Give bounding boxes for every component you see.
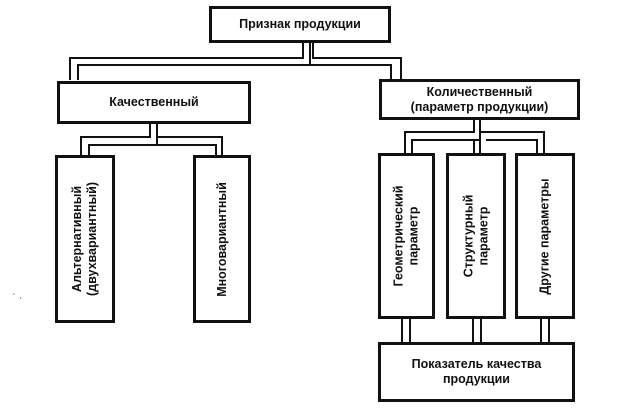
quality-indicator-box: Показатель качества продукции xyxy=(378,342,575,402)
stray-mark: ʿ · xyxy=(12,292,23,304)
connector-qual-right-inner xyxy=(157,144,217,155)
alternative-label: Альтернативный (двухвариантный) xyxy=(70,181,100,297)
connector-qual-left xyxy=(80,123,151,155)
quantitative-label-line1: Количественный xyxy=(426,84,533,99)
connector-quant-a-inner xyxy=(411,119,481,153)
connector-root-right-inner xyxy=(310,64,392,80)
connector-quant-a xyxy=(404,119,475,153)
connector-qual-left-inner xyxy=(88,123,158,155)
connector-struct-result xyxy=(472,318,482,343)
quantitative-label-line2: (параметр продукции) xyxy=(410,99,549,114)
connector-root-left-inner xyxy=(77,42,311,80)
structural-label: Структурный параметр xyxy=(461,194,490,278)
connector-qual-right xyxy=(156,123,223,155)
connector-root-right xyxy=(312,42,402,80)
root-label: Признак продукции xyxy=(239,17,361,31)
connector-root-left xyxy=(69,42,304,80)
other-params-label: Другие параметры xyxy=(537,177,552,295)
qualitative-box: Качественный xyxy=(57,81,251,124)
connector-other-result xyxy=(540,318,550,343)
other-params-box: Другие параметры xyxy=(515,153,575,319)
qualitative-label: Качественный xyxy=(109,95,199,109)
geometric-label: Геометрический параметр xyxy=(391,185,421,287)
alternative-box: Альтернативный (двухвариантный) xyxy=(55,155,115,323)
structural-box: Структурный параметр xyxy=(446,153,506,319)
quality-indicator-line2: продукции xyxy=(442,372,510,386)
multivariant-box: Многовариантный xyxy=(193,155,251,323)
connector-geo-result xyxy=(401,318,411,343)
root-box: Признак продукции xyxy=(209,6,391,43)
connector-quant-b xyxy=(480,131,545,153)
multivariant-label: Многовариантный xyxy=(214,181,229,297)
connector-quant-d xyxy=(486,139,538,153)
quality-indicator-line1: Показатель качества xyxy=(411,357,542,371)
quantitative-box: Количественный (параметр продукции) xyxy=(379,79,580,120)
geometric-box: Геометрический параметр xyxy=(378,153,435,319)
